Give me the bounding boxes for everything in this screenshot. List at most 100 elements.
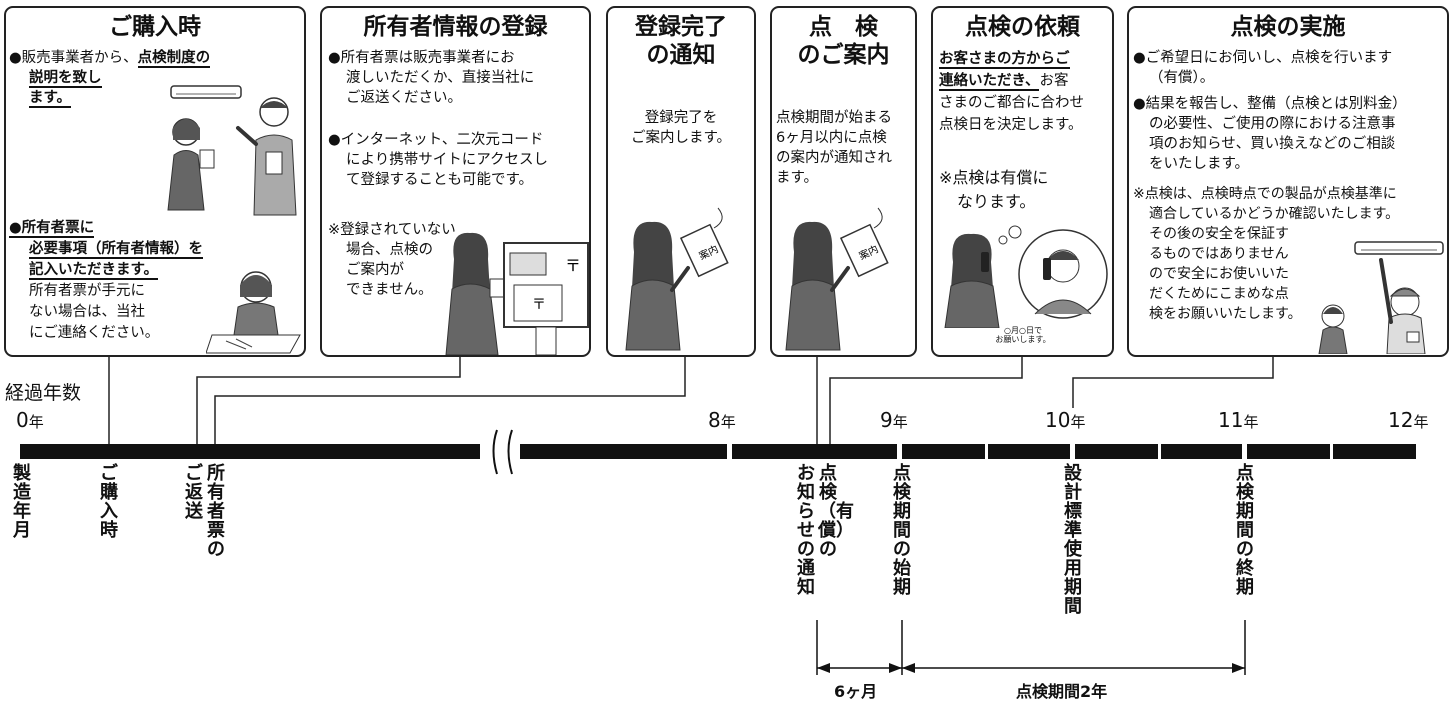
execute-title: 点検の実施: [1230, 14, 1346, 40]
guide-title-l2: のご案内: [797, 42, 890, 68]
guide-title: 点 検 のご案内: [772, 13, 915, 69]
complete-title-l1: 登録完了: [635, 14, 727, 40]
request-text-l3: さまのご都合に合わせ: [939, 95, 1084, 111]
purchase-p2-e: ない場合は、当社: [29, 304, 145, 320]
tick-11: [1242, 444, 1247, 459]
execute-p1-l2: （有償）。: [1149, 70, 1215, 86]
register-text-1: ●所有者票は販売事業者にお 渡しいただくか、直接当社に ご返送ください。: [328, 48, 534, 108]
span-6m-label: 6ヶ月: [834, 682, 878, 701]
woman-with-guide-card-illustration: 案内: [785, 207, 889, 351]
technician-illustration: [1318, 241, 1444, 354]
purchase-p2-f: にご連絡ください。: [29, 325, 160, 341]
year-0-unit: 年: [28, 413, 44, 431]
year-12-unit: 年: [1413, 413, 1429, 431]
tick-11-5: [1330, 444, 1333, 459]
span-2y-label: 点検期間2年: [1016, 682, 1108, 701]
year-10: 10年: [1045, 408, 1085, 434]
complete-box: 登録完了 の通知 登録完了を ご案内します。 案内: [606, 6, 756, 357]
purchase-p2-a: ●所有者票に: [9, 220, 95, 238]
register-text-2: ●インターネット、二次元コード により携帯サイトにアクセスし て登録することも可…: [328, 130, 548, 190]
label-notice-a: お知らせの通知: [797, 463, 815, 598]
execute-text-2: ●結果を報告し、整備（点検とは別料金） の必要性、ご使用の際における注意事 項の…: [1133, 94, 1407, 174]
complete-text: 登録完了を ご案内します。: [608, 108, 754, 148]
request-note-l1: ※点検は有償に: [939, 168, 1049, 187]
register-title: 所有者情報の登録: [363, 14, 548, 40]
register-p1-l2: 渡しいただくか、直接当社に: [346, 70, 535, 86]
year-11-unit: 年: [1243, 413, 1259, 431]
purchase-p1-a: ●販売事業者から、: [9, 50, 138, 66]
register-p2-l1: ●インターネット、二次元コード: [328, 132, 544, 148]
year-11-num: 11: [1218, 408, 1244, 432]
label-start: 点検期間の始期: [893, 463, 911, 598]
register-note-l1: ※登録されていない: [328, 222, 456, 238]
purchase-text-2: ●所有者票に 必要事項（所有者情報）を 記入いただきます。 所有者票が手元に な…: [9, 218, 203, 344]
complete-text-l2: ご案内します。: [630, 130, 732, 146]
tick-9: [897, 444, 902, 459]
mailbox-illustration: 〒 〒: [445, 232, 589, 355]
execute-p2-l3: 項のお知らせ、買い換えなどのご相談: [1149, 136, 1396, 152]
woman-with-notice-card-illustration: 案内: [625, 207, 729, 351]
execute-note-l3: その後の安全を保証す: [1149, 226, 1289, 242]
year-11: 11年: [1218, 408, 1258, 434]
register-note-l4: できません。: [346, 282, 433, 298]
year-12-num: 12: [1388, 408, 1414, 432]
purchase-title: ご購入時: [109, 14, 201, 40]
purchase-p1-b: 点検制度の: [137, 50, 211, 68]
axis-break-icon: [492, 429, 513, 475]
request-text: お客さまの方からご 連絡いただき、お客 さまのご都合に合わせ 点検日を決定します…: [939, 48, 1084, 136]
tick-10-5: [1158, 444, 1161, 459]
request-box: 点検の依頼 お客さまの方からご 連絡いただき、お客 さまのご都合に合わせ 点検日…: [931, 6, 1114, 357]
svg-text:〒: 〒: [532, 297, 546, 313]
svg-text:〒: 〒: [565, 256, 581, 275]
execute-note-l2: 適合しているかどうか確認いたします。: [1149, 206, 1400, 222]
guide-text-l4: ます。: [776, 170, 819, 186]
complete-text-l1: 登録完了を: [644, 110, 718, 126]
label-notice-b: 点検（有償）の: [818, 463, 854, 560]
purchase-p2-b: 必要事項（所有者情報）を: [29, 241, 203, 259]
execute-note-l6: だくためにこまめな点: [1149, 286, 1289, 302]
request-note-l2: なります。: [957, 192, 1036, 211]
register-p1-l3: ご返送ください。: [346, 90, 462, 106]
guide-text-l3: の案内が通知され: [776, 150, 892, 166]
execute-note: ※点検は、点検時点での製品が点検基準に 適合しているかどうか確認いたします。 そ…: [1133, 184, 1399, 324]
request-text-l2a: 連絡いただき、: [939, 73, 1040, 91]
writer-illustration: [206, 271, 301, 354]
phone-call-illustration: [944, 225, 1108, 328]
complete-title-l2: の通知: [646, 42, 716, 68]
register-p2-l3: て登録することも可能です。: [346, 172, 534, 188]
tick-8: [727, 444, 732, 459]
execute-note-l4: るものではありません: [1149, 246, 1289, 262]
purchase-p1-d: ます。: [29, 90, 72, 108]
execute-p2-l2: の必要性、ご使用の際における注意事: [1149, 116, 1396, 132]
year-10-num: 10: [1045, 408, 1071, 432]
label-design: 設計標準使用期間: [1064, 463, 1082, 617]
year-8: 8年: [708, 408, 736, 434]
label-return-a: ご返送: [185, 463, 203, 522]
register-p2-l2: により携帯サイトにアクセスし: [346, 152, 548, 168]
tick-9-5: [985, 444, 988, 459]
label-return-b: 所有者票の: [207, 463, 225, 560]
label-end: 点検期間の終期: [1236, 463, 1254, 598]
execute-p2-l4: をいたします。: [1149, 156, 1250, 172]
sales-staff-illustration: [167, 85, 297, 216]
axis-title: 経過年数: [5, 382, 82, 404]
complete-title: 登録完了 の通知: [608, 13, 754, 69]
guide-text: 点検期間が始まる 6ヶ月以内に点検 の案内が通知され ます。: [776, 108, 892, 188]
request-text-l2b: お客: [1039, 73, 1069, 89]
execute-p2-l1: ●結果を報告し、整備（点検とは別料金）: [1133, 96, 1407, 112]
year-12: 12年: [1388, 408, 1428, 434]
request-bubble: ○月○日で お願いします。: [973, 326, 1073, 344]
request-note: ※点検は有償に なります。: [939, 166, 1048, 214]
execute-note-l5: ので安全にお使いいた: [1149, 266, 1289, 282]
year-0-num: 0: [16, 408, 29, 432]
guide-text-l1: 点検期間が始まる: [776, 110, 892, 126]
purchase-box: ご購入時 ●販売事業者から、点検制度の 説明を致し ます。 ●所有者票に 必要事…: [4, 6, 306, 357]
purchase-p2-c: 記入いただきます。: [29, 262, 159, 280]
register-note-l3: ご案内が: [346, 262, 404, 278]
purchase-p1-c: 説明を致し: [29, 70, 102, 88]
request-bubble-l2: お願いします。: [995, 335, 1051, 344]
year-8-unit: 年: [720, 413, 736, 431]
guide-text-l2: 6ヶ月以内に点検: [776, 130, 887, 146]
guide-box: 点 検 のご案内 点検期間が始まる 6ヶ月以内に点検 の案内が通知され ます。 …: [770, 6, 917, 357]
